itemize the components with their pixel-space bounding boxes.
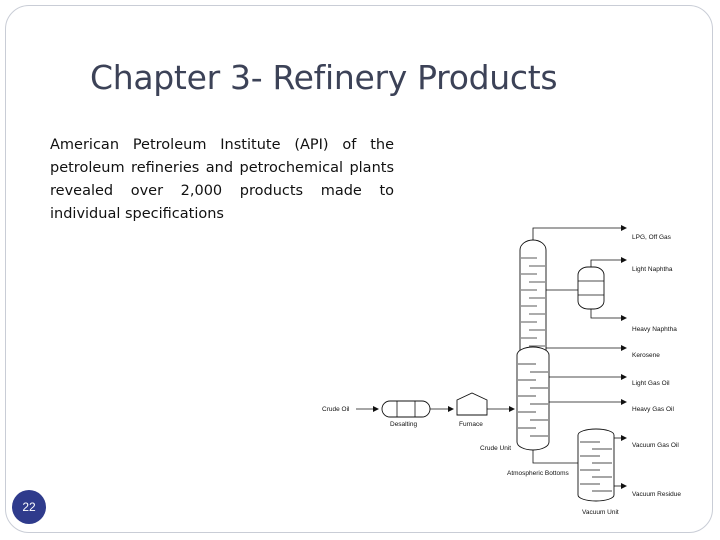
heavy-gas-oil-label: Heavy Gas Oil <box>632 406 674 413</box>
desalting-label: Desalting <box>390 421 417 428</box>
slide-body-text: American Petroleum Institute (API) of th… <box>50 137 394 222</box>
vacuum-unit-column <box>577 428 615 502</box>
light-naphtha-label: Light Naphtha <box>632 266 673 273</box>
atmospheric-bottoms-label: Atmospheric Bottoms <box>507 470 570 477</box>
furnace-shape <box>456 392 488 416</box>
vacuum-residue-label: Vacuum Residue <box>632 491 681 498</box>
kerosene-label: Kerosene <box>632 352 660 359</box>
vacuum-gas-oil-label: Vacuum Gas Oil <box>632 442 679 449</box>
crude-unit-label: Crude Unit <box>480 445 511 452</box>
heavy-naphtha-label: Heavy Naphtha <box>632 326 677 333</box>
light-naphtha-stream-line <box>590 257 627 267</box>
slide-title: Chapter 3- Refinery Products <box>90 58 558 97</box>
lpg-stream-line <box>532 225 627 240</box>
naphtha-splitter-vessel <box>577 266 605 310</box>
furnace-label: Furnace <box>459 421 483 428</box>
heavy-naphtha-stream-line <box>590 309 627 321</box>
crude-unit-column <box>516 239 550 451</box>
vacuum-unit-label: Vacuum Unit <box>582 509 619 516</box>
light-gas-oil-label: Light Gas Oil <box>632 380 670 387</box>
desalting-vessel <box>381 400 431 418</box>
atmospheric-bottoms-line <box>532 450 591 466</box>
crude-oil-label: Crude Oil <box>322 406 350 413</box>
page-number-badge: 22 <box>12 490 46 524</box>
lpg-label: LPG, Off Gas <box>632 234 672 241</box>
